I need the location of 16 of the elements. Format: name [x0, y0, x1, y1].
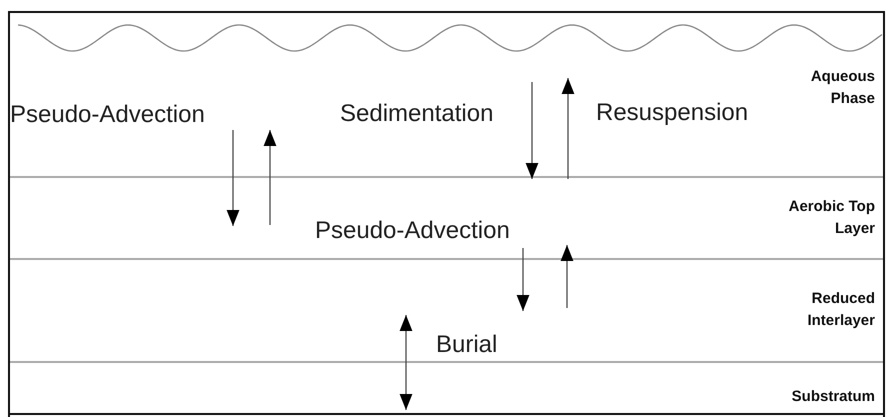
layer-label: Aqueous Phase: [810, 67, 875, 109]
layer-label: Aerobic Top Layer: [788, 197, 875, 239]
arrow: [560, 245, 574, 308]
arrow: [400, 315, 412, 410]
edge-label: Sedimentation: [340, 100, 494, 128]
edge-label: Pseudo-Advection: [10, 101, 205, 129]
arrow: [516, 248, 530, 311]
arrow: [526, 82, 538, 179]
layer-label: Reduced Interlayer: [806, 289, 875, 331]
arrow: [226, 130, 240, 226]
edge-label: Resuspension: [596, 99, 748, 127]
edge-label: Pseudo-Advection: [315, 217, 510, 245]
arrow: [264, 130, 276, 225]
layer-label: Substratum: [790, 387, 875, 407]
edge-label: Burial: [436, 331, 498, 359]
arrow: [562, 78, 574, 179]
